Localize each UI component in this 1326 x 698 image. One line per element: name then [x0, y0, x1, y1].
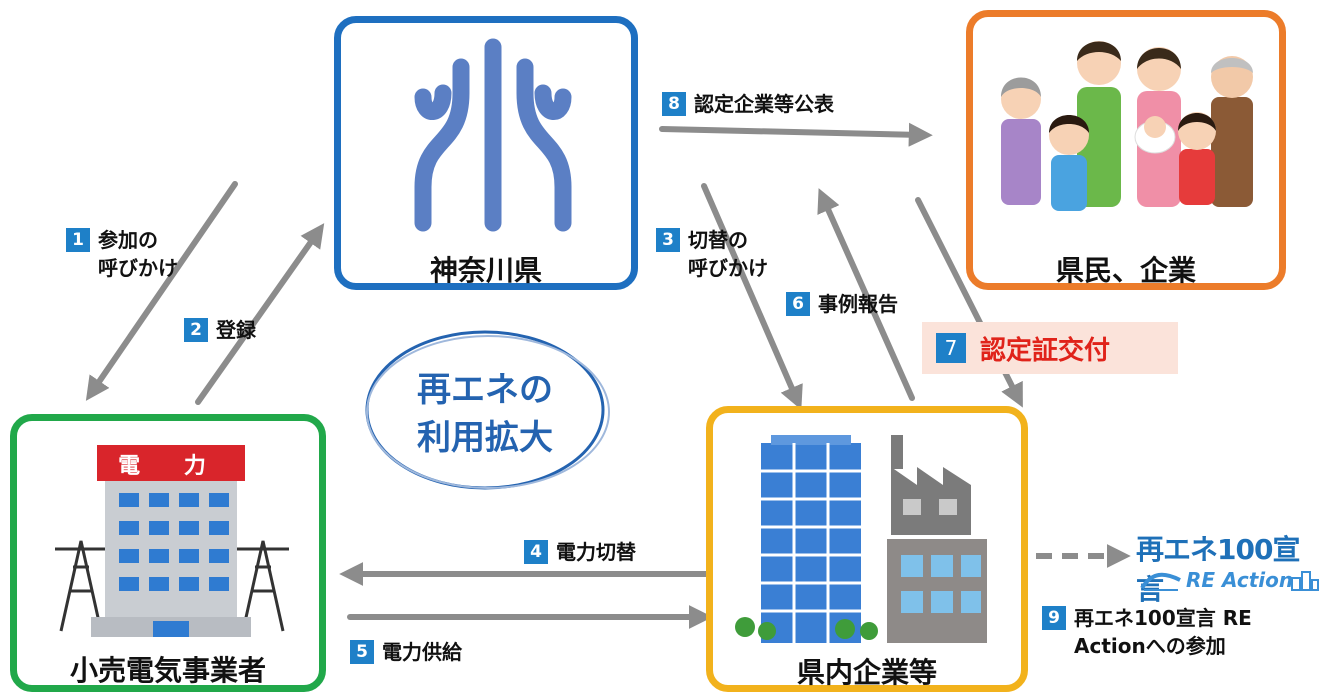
- step-7: 7 認定証交付: [922, 322, 1178, 374]
- center-label: 再エネの 利用拡大: [360, 366, 610, 462]
- step-1-number: 1: [66, 228, 90, 252]
- kanagawa-label: 神奈川県: [429, 254, 542, 287]
- step-2-number: 2: [184, 318, 208, 342]
- arrow-step-2: [195, 223, 325, 405]
- arrow-step-8: [659, 122, 933, 147]
- re-action-buildings-icon: [1291, 571, 1319, 591]
- step-6-text: 事例報告: [818, 292, 898, 316]
- step-8-text: 認定企業等公表: [694, 92, 834, 116]
- arrow-step-6: [817, 188, 915, 401]
- step-7-number: 7: [936, 333, 966, 363]
- retailer-box: 電 力 小売電気事業者: [10, 414, 326, 692]
- citizens-label: 県民、企業: [1055, 254, 1196, 287]
- step-6-number: 6: [786, 292, 810, 316]
- step-9: 9 再エネ100宣言 RE Actionへの参加: [1042, 604, 1252, 660]
- family-illustration-icon: [1001, 41, 1253, 211]
- step-9-number: 9: [1042, 606, 1066, 630]
- companies-label: 県内企業等: [796, 656, 937, 689]
- companies-box: 県内企業等: [706, 406, 1028, 692]
- center-label-line-1: 再エネの: [417, 370, 553, 410]
- office-and-factory-icon: [735, 435, 987, 643]
- arrow-step-3: [701, 183, 803, 410]
- re-action-logo-icon: [1140, 572, 1181, 591]
- center-oval: [365, 330, 610, 490]
- step-5-text: 電力供給: [382, 640, 462, 664]
- power-company-building-icon: [55, 445, 289, 637]
- step-8-number: 8: [662, 92, 686, 116]
- step-3: 3 切替の 呼びかけ: [656, 226, 768, 282]
- step-8: 8 認定企業等公表: [662, 90, 834, 118]
- arrow-step-1: [85, 181, 238, 401]
- step-2-text: 登録: [216, 318, 256, 342]
- power-sign: 電 力: [118, 454, 224, 479]
- step-3-text: 切替の 呼びかけ: [688, 228, 768, 280]
- step-7-text: 認定証交付: [980, 335, 1111, 366]
- kanagawa-emblem-icon: [414, 38, 572, 232]
- citizens-box: 県民、企業: [966, 10, 1286, 290]
- step-5: 5 電力供給: [350, 638, 462, 666]
- step-2: 2 登録: [184, 316, 256, 344]
- step-3-number: 3: [656, 228, 680, 252]
- step-9-text: 再エネ100宣言 RE Actionへの参加: [1074, 606, 1252, 658]
- step-1: 1 参加の 呼びかけ: [66, 226, 178, 282]
- center-label-line-2: 利用拡大: [417, 418, 553, 458]
- re100-logo-subtitle: RE Action: [1186, 568, 1294, 592]
- step-4: 4 電力切替: [524, 538, 636, 566]
- step-1-text: 参加の 呼びかけ: [98, 228, 178, 280]
- retailer-label: 小売電気事業者: [69, 654, 266, 687]
- step-4-text: 電力切替: [556, 540, 636, 564]
- step-4-number: 4: [524, 540, 548, 564]
- kanagawa-box: 神奈川県: [334, 16, 638, 290]
- step-6: 6 事例報告: [786, 290, 898, 318]
- step-5-number: 5: [350, 640, 374, 664]
